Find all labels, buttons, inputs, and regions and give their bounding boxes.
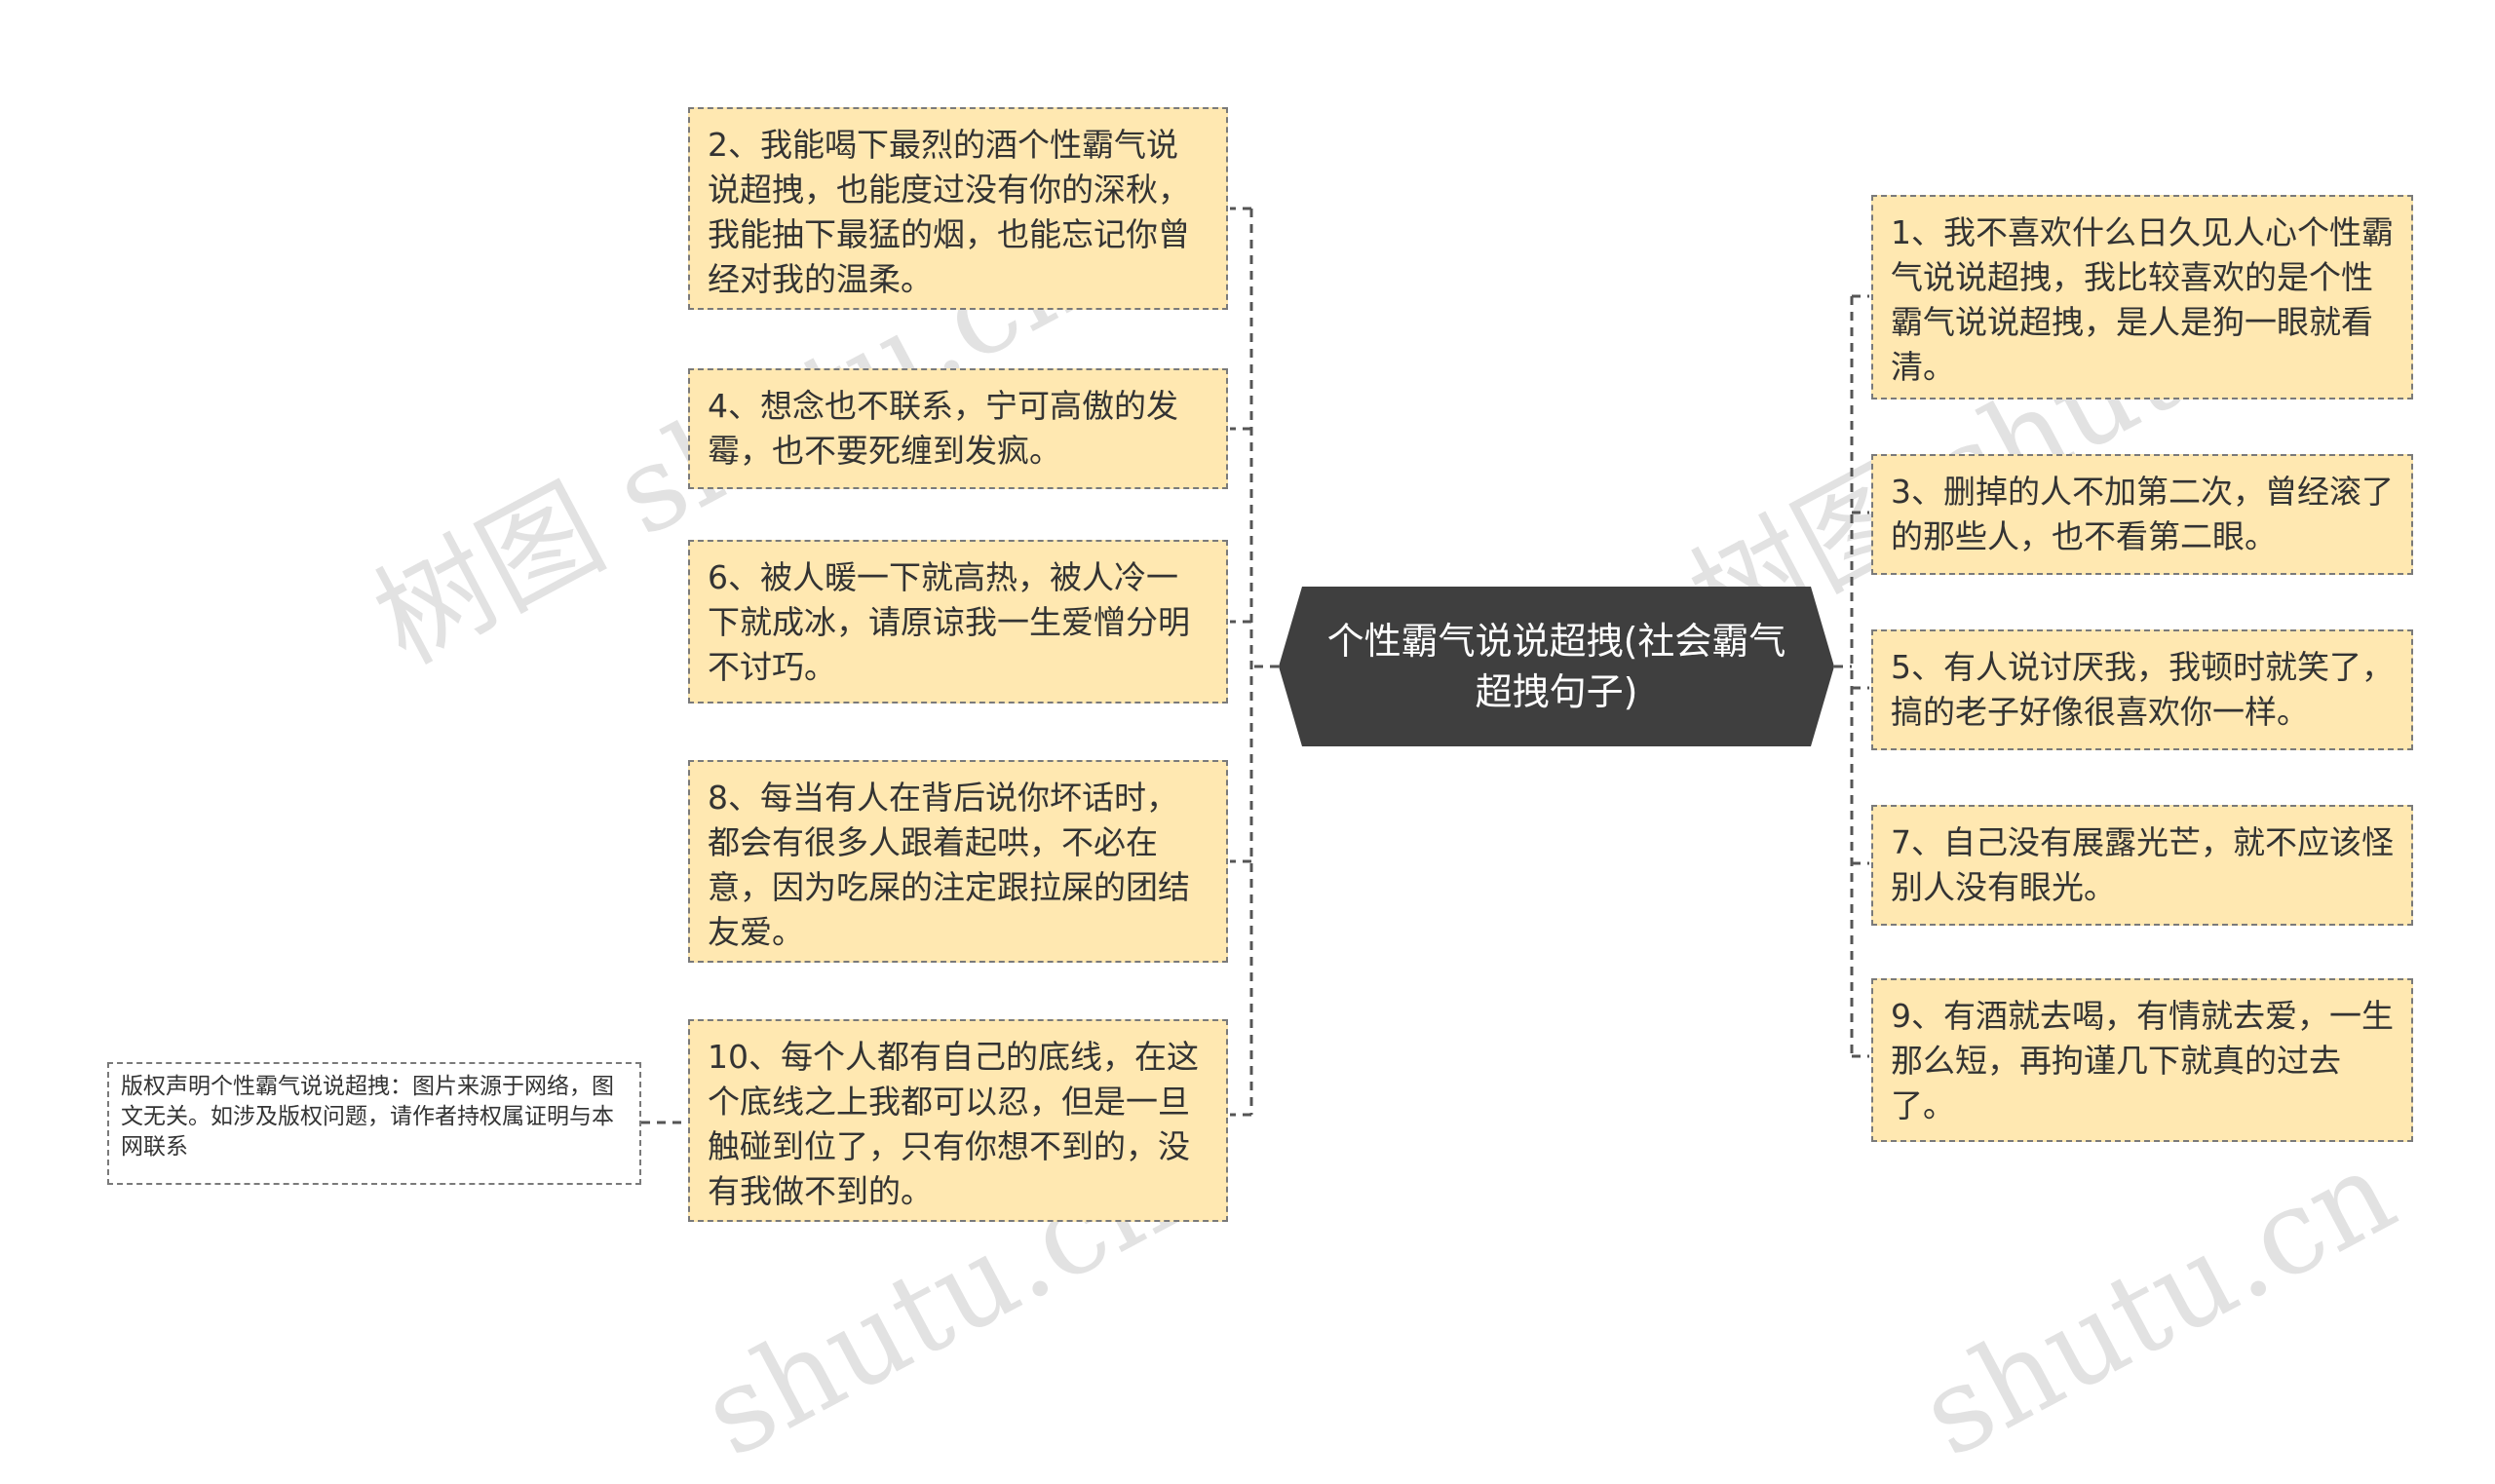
topic-node-1[interactable]: 1、我不喜欢什么日久见人心个性霸气说说超拽，我比较喜欢的是个性霸气说说超拽，是人…: [1871, 195, 2413, 400]
topic-text: 1、我不喜欢什么日久见人心个性霸气说说超拽，我比较喜欢的是个性霸气说说超拽，是人…: [1891, 213, 2394, 386]
topic-node-10[interactable]: 10、每个人都有自己的底线，在这个底线之上我都可以忍，但是一旦触碰到位了，只有你…: [688, 1019, 1228, 1222]
central-topic-shape: [1279, 587, 1834, 746]
topic-node-9[interactable]: 9、有酒就去喝，有情就去爱，一生那么短，再拘谨几下就真的过去了。: [1871, 978, 2413, 1142]
copyright-text: 版权声明个性霸气说说超拽：图片来源于网络，图文无关。如涉及版权问题，请作者持权属…: [121, 1074, 614, 1160]
mind-map-canvas: 树图 shutu.cn 树图 shutu.cn shutu.cn shutu.c…: [107, 107, 2424, 1484]
central-topic-title: 个性霸气说说超拽(社会霸气超拽句子): [1326, 620, 1786, 713]
topic-node-6[interactable]: 6、被人暖一下就高热，被人冷一下就成冰，请原谅我一生爱憎分明不讨巧。: [688, 540, 1228, 704]
topic-text: 10、每个人都有自己的底线，在这个底线之上我都可以忍，但是一旦触碰到位了，只有你…: [708, 1038, 1199, 1210]
central-topic[interactable]: 个性霸气说说超拽(社会霸气超拽句子): [1279, 587, 1834, 746]
topic-node-4[interactable]: 4、想念也不联系，宁可高傲的发霉，也不要死缠到发疯。: [688, 368, 1228, 489]
topic-text: 2、我能喝下最烈的酒个性霸气说说超拽，也能度过没有你的深秋，我能抽下最猛的烟，也…: [708, 126, 1190, 298]
topic-node-5[interactable]: 5、有人说讨厌我，我顿时就笑了，搞的老子好像很喜欢你一样。: [1871, 629, 2413, 750]
topic-text: 9、有酒就去喝，有情就去爱，一生那么短，再拘谨几下就真的过去了。: [1891, 997, 2394, 1124]
topic-node-2[interactable]: 2、我能喝下最烈的酒个性霸气说说超拽，也能度过没有你的深秋，我能抽下最猛的烟，也…: [688, 107, 1228, 310]
topic-text: 4、想念也不联系，宁可高傲的发霉，也不要死缠到发疯。: [708, 387, 1178, 470]
topic-node-8[interactable]: 8、每当有人在背后说你坏话时，都会有很多人跟着起哄，不必在意，因为吃屎的注定跟拉…: [688, 760, 1228, 963]
topic-text: 5、有人说讨厌我，我顿时就笑了，搞的老子好像很喜欢你一样。: [1891, 648, 2394, 731]
topic-node-3[interactable]: 3、删掉的人不加第二次，曾经滚了的那些人，也不看第二眼。: [1871, 454, 2413, 575]
topic-text: 6、被人暖一下就高热，被人冷一下就成冰，请原谅我一生爱憎分明不讨巧。: [708, 558, 1190, 686]
topic-text: 3、删掉的人不加第二次，曾经滚了的那些人，也不看第二眼。: [1891, 473, 2394, 555]
topic-text: 7、自己没有展露光芒，就不应该怪别人没有眼光。: [1891, 823, 2394, 906]
topic-text: 8、每当有人在背后说你坏话时，都会有很多人跟着起哄，不必在意，因为吃屎的注定跟拉…: [708, 779, 1190, 951]
topic-node-7[interactable]: 7、自己没有展露光芒，就不应该怪别人没有眼光。: [1871, 805, 2413, 926]
copyright-note[interactable]: 版权声明个性霸气说说超拽：图片来源于网络，图文无关。如涉及版权问题，请作者持权属…: [107, 1062, 641, 1185]
connector-lines: [641, 207, 1869, 1124]
